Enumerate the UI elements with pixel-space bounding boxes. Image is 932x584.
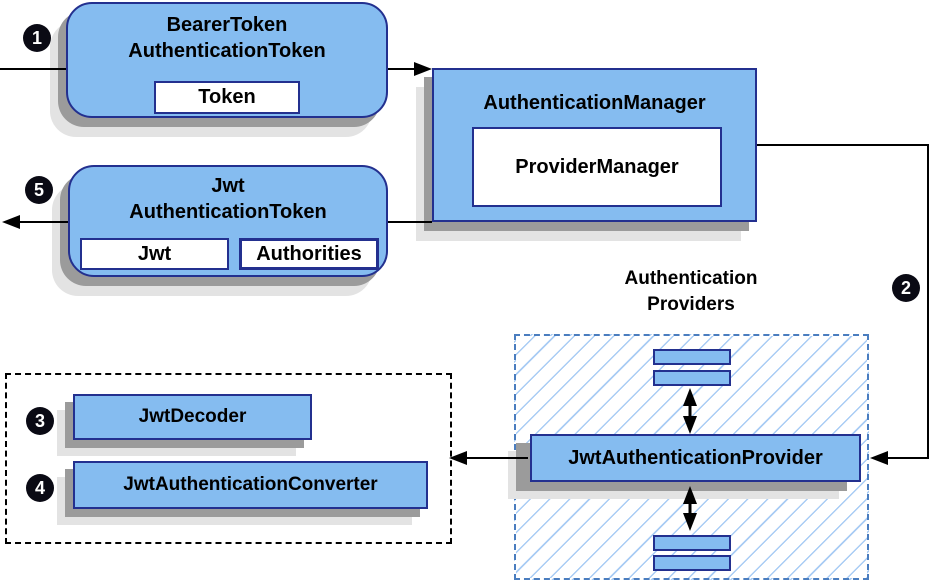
- authentication-manager-node: AuthenticationManager ProviderManager: [432, 68, 757, 222]
- jwt-token-title-line1: Jwt: [211, 175, 245, 197]
- jwt-authentication-provider-node: JwtAuthenticationProvider: [530, 434, 861, 482]
- arrow-bearer-to-manager-head: [414, 62, 432, 76]
- step-2-badge: 2: [892, 274, 920, 302]
- jwt-authentication-converter-label: JwtAuthenticationConverter: [123, 474, 378, 495]
- bearer-token-authentication-token-node: BearerToken AuthenticationToken Token: [66, 2, 388, 118]
- authentication-providers-group: JwtAuthenticationProvider: [514, 334, 869, 580]
- provider-manager-label: ProviderManager: [515, 155, 679, 178]
- authentication-providers-label-line1: Authentication: [624, 268, 758, 289]
- step-3-badge: 3: [26, 407, 54, 435]
- token-field: Token: [154, 81, 300, 114]
- jwt-authentication-provider-label: JwtAuthenticationProvider: [568, 446, 823, 469]
- jwt-decoder-node: JwtDecoder: [73, 394, 312, 440]
- provider-manager-field: ProviderManager: [472, 127, 722, 207]
- authorities-field-label: Authorities: [256, 242, 362, 265]
- bearer-token-title-line2: AuthenticationToken: [128, 40, 326, 62]
- jwt-decoder-converter-group: JwtDecoder JwtAuthenticationConverter: [5, 373, 452, 544]
- jwt-token-title-line2: AuthenticationToken: [129, 201, 327, 223]
- jwt-field: Jwt: [80, 238, 229, 270]
- authentication-providers-label: Authentication Providers: [553, 266, 829, 318]
- step-5-badge: 5: [25, 176, 53, 204]
- jwt-token-title: Jwt AuthenticationToken: [70, 173, 386, 225]
- token-field-label: Token: [198, 86, 256, 108]
- provider-placeholder-bar: [653, 555, 731, 571]
- authentication-manager-title: AuthenticationManager: [483, 92, 706, 114]
- bearer-token-title-line1: BearerToken: [166, 14, 288, 36]
- bearer-token-title: BearerToken AuthenticationToken: [68, 12, 386, 64]
- step-1-badge: 1: [23, 24, 51, 52]
- arrow-manager-to-provider-head: [870, 451, 888, 465]
- provider-placeholder-bar: [653, 370, 731, 386]
- jwt-field-label: Jwt: [137, 242, 172, 265]
- jwt-decoder-label: JwtDecoder: [138, 406, 247, 427]
- jwt-authentication-token-node: Jwt AuthenticationToken Jwt Authorities: [68, 165, 388, 277]
- arrow-response-out-head: [2, 215, 20, 229]
- authentication-providers-label-line2: Providers: [647, 294, 735, 315]
- provider-placeholder-bar: [653, 349, 731, 365]
- provider-placeholder-bar: [653, 535, 731, 551]
- step-4-badge: 4: [26, 474, 54, 502]
- authorities-field: Authorities: [239, 238, 379, 270]
- jwt-authentication-converter-node: JwtAuthenticationConverter: [73, 461, 428, 509]
